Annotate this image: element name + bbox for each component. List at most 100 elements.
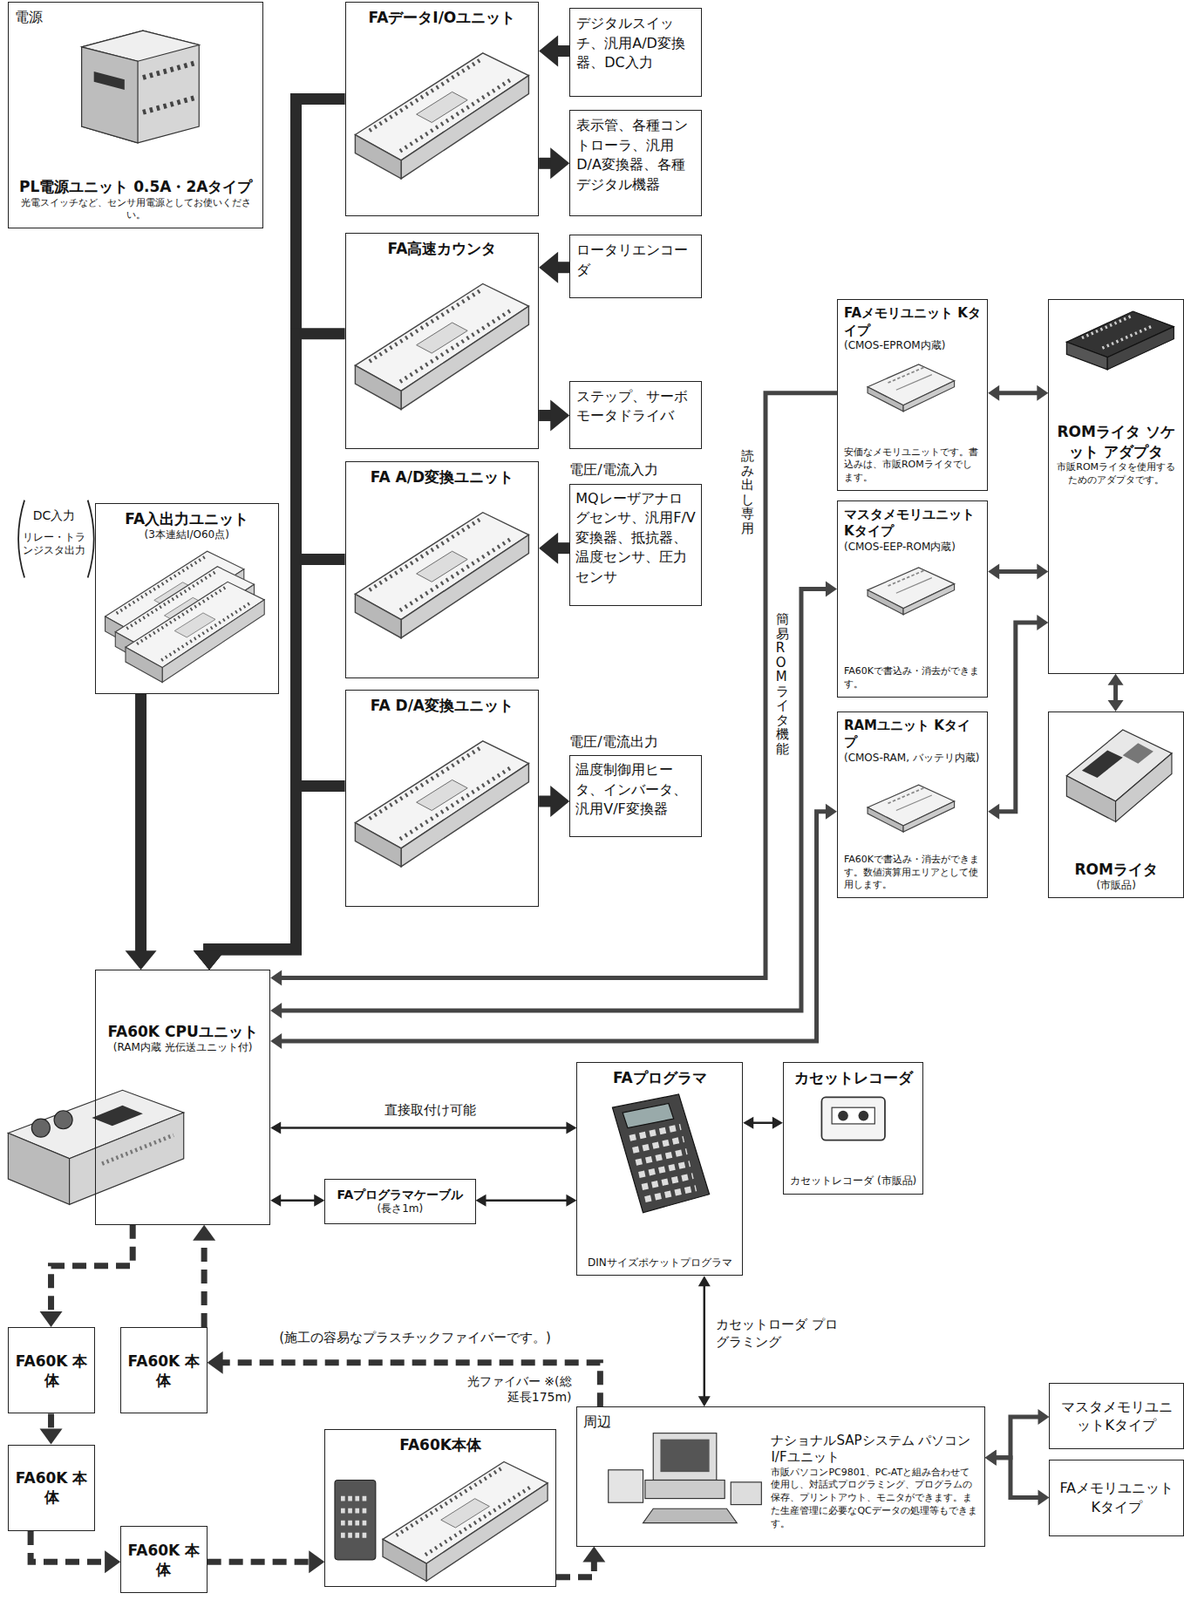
node-title: マスタメモリユニットKタイプ [1055, 1397, 1178, 1436]
connector [538, 532, 570, 565]
arrowhead [1037, 1489, 1049, 1505]
arrowhead [270, 1033, 282, 1049]
connector-line [993, 1457, 1041, 1498]
connector [30, 1531, 121, 1573]
arrowhead [40, 1428, 63, 1445]
da-unit-illustration [354, 741, 529, 867]
connector-line [997, 569, 1040, 574]
node-title: FAデータI/Oユニット [352, 7, 532, 28]
cpu-unit-illustration [7, 1132, 69, 1205]
computer-illustration [660, 1439, 709, 1472]
memory-box: マスタメモリユニット Kタイプ(CMOS-EEP-ROM内蔵)FA60Kで書込み… [836, 500, 988, 698]
node-title: ロータリエンコーダ [576, 240, 695, 280]
connector [270, 393, 837, 987]
device-box: 電圧/電流出力温度制御用ヒータ、インバータ、汎用V/F変換器 [569, 733, 702, 837]
rom-writer-illustration [1066, 775, 1116, 823]
socket-adapter-illustration [1102, 325, 1154, 348]
ad-unit-illustration [354, 512, 529, 639]
connector [1108, 673, 1124, 712]
arrowhead [565, 1194, 577, 1207]
cassette-illustration [821, 1096, 885, 1140]
memory-box: FAメモリユニットKタイプ [1048, 1459, 1184, 1537]
connector [987, 385, 1048, 402]
arrowhead [270, 970, 282, 987]
cassette-illustration [831, 1107, 875, 1124]
connector [193, 785, 346, 970]
connector-line [135, 694, 147, 954]
arrowhead [313, 1194, 325, 1207]
node-title: 電圧/電流出力 [569, 733, 702, 752]
arrowhead [193, 950, 225, 970]
programmer-illustration [639, 1163, 691, 1176]
cpu-unit-illustration [91, 1105, 143, 1126]
node-title: カセットレコーダ [789, 1068, 918, 1088]
arrowhead [550, 399, 570, 431]
node-text: PL電源ユニット 0.5A・2Aタイプ [14, 176, 257, 197]
arrowhead [550, 147, 570, 179]
node-title: FA60K本体 [331, 1435, 550, 1455]
device-box: ステップ、サーボモータドライバ [569, 381, 702, 450]
connector [193, 333, 346, 970]
node-title: RAMユニット Kタイプ [843, 717, 981, 752]
arrowhead [565, 1122, 577, 1135]
arrowhead [270, 1194, 281, 1207]
node-title: FA60K 本体 [127, 1540, 201, 1579]
arrowhead [742, 1116, 754, 1130]
connector-line [209, 333, 346, 955]
fa60k-box: FA60K 本体 [120, 1525, 208, 1593]
node-title: FAプログラマ [583, 1068, 736, 1088]
power-supply-illustration [81, 30, 200, 143]
node-title: FA60K 本体 [14, 1468, 89, 1507]
programmer-illustration [632, 1138, 685, 1150]
fa60k-box: FA60K 本体 [7, 1326, 96, 1415]
connector [125, 694, 157, 970]
programmer-illustration [612, 1094, 709, 1213]
connector-line [209, 785, 346, 954]
node-text: (CMOS-EPROM内蔵) [843, 339, 981, 354]
node-text: (市販品) [1054, 878, 1178, 893]
data-io-unit-illustration [354, 53, 529, 179]
arrowhead [1036, 385, 1048, 402]
cpu-unit-illustration [102, 1135, 174, 1164]
connector-label: 簡易ROMライタ機能 [775, 612, 790, 756]
power-supply-illustration [81, 47, 138, 143]
connector-line [278, 1126, 569, 1130]
node-title: デジタルスイッチ、汎用A/D変換器、DC入力 [576, 13, 695, 73]
arrowhead [538, 35, 558, 68]
memory-card-illustration [867, 567, 955, 615]
arrowhead [987, 564, 1000, 580]
node-title: FA D/A変換ユニット [352, 695, 532, 715]
device-box: デジタルスイッチ、汎用A/D変換器、DC入力 [569, 7, 702, 97]
annotation-label: 光ファイバー ※(総延長175m) [464, 1373, 572, 1405]
da-unit-illustration [354, 741, 529, 867]
connector-line [30, 1531, 109, 1562]
counter-unit-illustration [354, 283, 529, 409]
node-text: 市販パソコンPC9801、PC-ATと組み合わせて使用し、対話式プログラミング、… [770, 1466, 978, 1532]
node-title: FAメモリユニットKタイプ [1055, 1478, 1178, 1517]
connector-line [278, 1198, 317, 1202]
node-title: ROMライタ [1054, 859, 1178, 879]
data-io-unit-illustration [354, 53, 529, 179]
node-text: DINサイズポケットプログラマ [583, 1256, 736, 1271]
adapter-box: ROMライタ ソケット アダプタ市販ROMライタを使用するためのアダプタです。 [1047, 299, 1184, 674]
computer-illustration [643, 1508, 738, 1523]
computer-illustration [730, 1482, 762, 1505]
arrowhead [538, 251, 558, 284]
arrowhead [582, 1546, 606, 1563]
fa60k-body-illustration [340, 1520, 370, 1526]
connector-label: カセットローダ プログラミング [714, 1316, 851, 1351]
node-text: 安価なメモリユニットです。書込みは、市販ROMライタでします。 [843, 446, 981, 486]
memory-box: FAメモリユニット Kタイプ(CMOS-EPROM内蔵)安価なメモリユニットです… [836, 299, 988, 491]
connector-line [997, 622, 1040, 812]
connector [40, 1413, 63, 1444]
socket-adapter-illustration [1066, 311, 1174, 370]
node-title: FA高速カウンタ [352, 238, 532, 259]
connector [270, 1122, 577, 1135]
connector [987, 564, 1048, 580]
cpu-unit-illustration [31, 1118, 50, 1137]
annotation-label: DC入力 [20, 507, 88, 524]
illustrations [7, 30, 1174, 1581]
connector-line [201, 1237, 208, 1327]
unit-box: FAデータI/Oユニット [345, 1, 539, 217]
